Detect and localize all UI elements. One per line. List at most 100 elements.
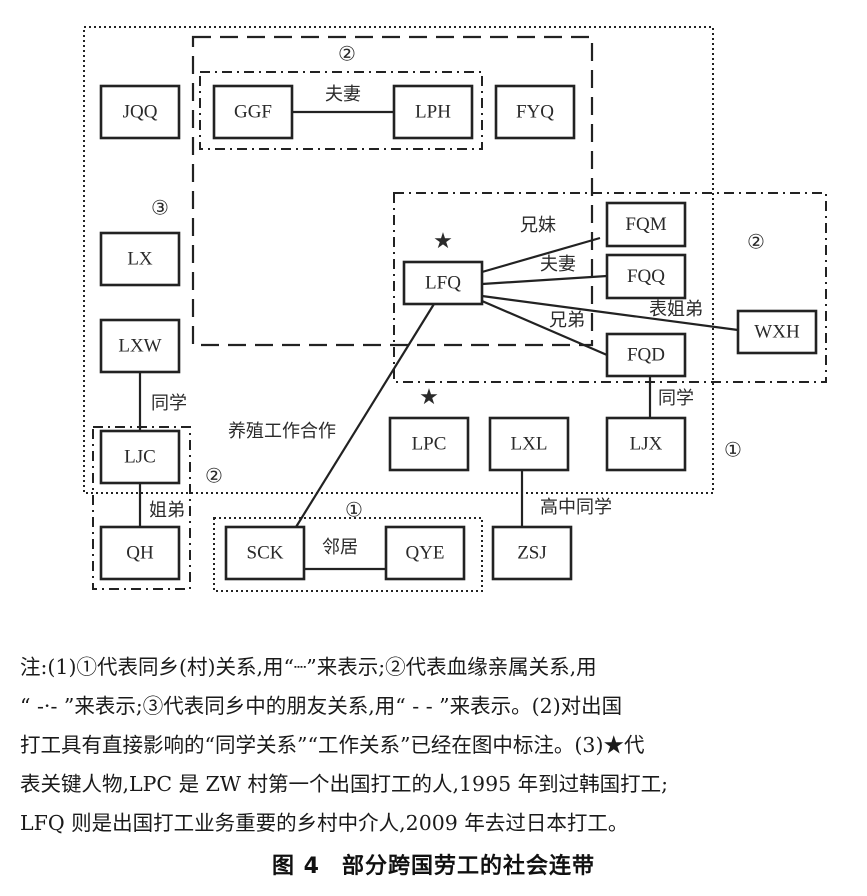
edge-lfq-fqq [481,274,608,286]
figure-title: 部分跨国劳工的社会连带 [341,854,595,879]
node-box [99,429,181,485]
figure-caption: 图 4 部分跨国劳工的社会连带 [0,848,867,880]
node-jqq: JQQ [99,84,181,140]
node-label: GGF [234,101,272,122]
node-fqm: FQM [605,201,687,248]
node-lxl: LXL [488,416,570,472]
edge-lfq-fqd [481,299,608,357]
node-fqq: FQQ [605,253,687,300]
note-line: LFQ 则是出国打工业务重要的乡村中介人,2009 年去过日本打工。 [20,811,629,835]
node-label: WXH [754,321,800,342]
node-box [99,525,181,581]
node-ggf: GGF [212,84,294,140]
node-label: SCK [247,542,284,563]
group-frame-village-main [83,26,714,494]
note-line: “ -·- ”来表示;③代表同乡中的朋友关系,用“ - - ”来表示。(2)对出… [20,694,623,718]
social-network-diagram: JQQ GGF LPH FYQ LX LXW LFQ ★ FQM FQQ FQD WXH LJC LPC ★… [83,26,827,592]
node-label: FYQ [516,101,554,122]
edge-label: 养殖工作合作 [228,420,336,441]
node-label: LXW [118,335,161,356]
node-lfq: LFQ ★ [402,228,484,306]
node-ljc: LJC [99,429,181,485]
node-box [388,416,470,472]
node-label: LX [127,248,153,269]
node-box [488,416,570,472]
group-frame-kin-ljc-qh [92,426,191,590]
group-marker: ② [338,44,356,66]
node-sck: SCK [224,525,306,581]
node-label: ZSJ [517,542,547,563]
edges-layer [138,110,739,571]
node-box [491,525,573,581]
node-box [212,84,294,140]
node-box [224,525,306,581]
node-label: FQQ [627,266,665,287]
group-frame-kin-lfq [393,192,827,383]
note-line: 打工具有直接影响的“同学关系”“工作关系”已经在图中标注。(3)★代 [20,733,645,757]
figure-note: 注:(1)①代表同乡(村)关系,用“┈”来表示;②代表血缘亲属关系,用 “ -·… [20,648,850,843]
node-label: LPC [412,433,447,454]
edge-lfq-wxh [481,294,739,332]
node-box [494,84,576,140]
node-label: QYE [405,542,444,563]
node-box [99,231,181,287]
note-line: 表关键人物,LPC 是 ZW 村第一个出国打工的人,1995 年到过韩国打工; [20,772,669,796]
group-marker: ② [205,466,223,488]
node-label: FQD [627,344,665,365]
group-frame-kin-ggf-lph [199,71,483,150]
group-frame-friends [191,35,594,347]
node-box [392,84,474,140]
node-lpc: LPC ★ [388,384,470,472]
edge-label: 兄妹 [520,215,556,235]
node-wxh: WXH [736,309,818,355]
note-line: 注:(1)①代表同乡(村)关系,用“┈”来表示;②代表血缘亲属关系,用 [20,655,597,679]
node-qye: QYE [384,525,466,581]
edge-label: 同学 [658,388,694,408]
node-qh: QH [99,525,181,581]
node-lph: LPH [392,84,474,140]
edge-lfq-fqm [481,236,601,274]
edge-label: 表姐弟 [649,299,703,319]
node-label: LXL [511,433,548,454]
node-label: QH [126,542,154,563]
node-lx: LX [99,231,181,287]
node-zsj: ZSJ [491,525,573,581]
node-label: LPH [415,101,451,122]
group-frame-village-sck-qye [213,517,483,592]
nodes-layer: JQQ GGF LPH FYQ LX LXW LFQ ★ FQM FQQ FQD WXH LJC LPC ★… [99,84,818,581]
node-box [402,260,484,306]
node-fqd: FQD [605,332,687,378]
group-marker: ② [747,232,765,254]
group-marker: ③ [151,198,169,220]
key-person-star-icon: ★ [433,228,453,253]
node-label: LFQ [425,272,461,293]
node-label: LJC [124,446,156,467]
edge-label: 高中同学 [540,497,612,517]
node-ljx: LJX [605,416,687,472]
node-label: FQM [625,214,666,235]
figure-number: 图 4 [272,854,320,879]
node-box [605,332,687,378]
node-box [605,416,687,472]
edge-label: 同学 [151,393,187,413]
edge-label: 夫妻 [325,84,361,104]
group-marker: ① [724,440,742,462]
node-box [736,309,818,355]
node-label: JQQ [123,101,158,122]
edge-lfq-sck [295,303,435,528]
edge-label: 邻居 [322,537,358,557]
edge-label: 夫妻 [540,254,576,274]
node-box [605,253,687,300]
node-box [384,525,466,581]
group-marker: ① [345,500,363,522]
key-person-star-icon: ★ [419,384,439,409]
node-box [605,201,687,248]
node-lxw: LXW [99,318,181,374]
node-fyq: FYQ [494,84,576,140]
edge-label: 姐弟 [149,500,185,520]
node-box [99,318,181,374]
groups-layer [83,26,827,592]
edge-label: 兄弟 [549,310,585,330]
node-label: LJX [630,433,663,454]
